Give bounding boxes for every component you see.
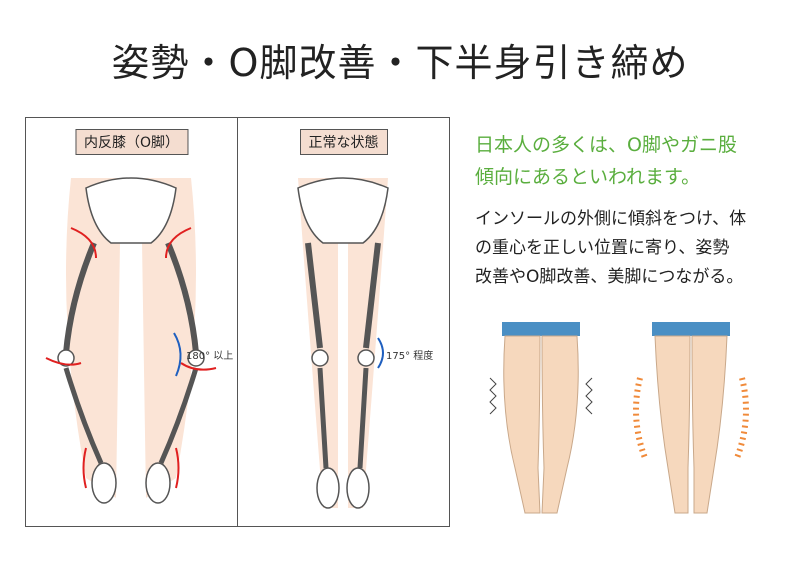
page-title: 姿勢・O脚改善・下半身引き締め [111, 41, 689, 85]
straight-legs [633, 322, 749, 514]
bowlegs-panel: 内反膝（O脚） 180° 以上 [25, 117, 238, 527]
normal-skeleton-illustration [297, 177, 389, 509]
description-line: 改善やO脚改善、美脚につながる。 [475, 267, 744, 287]
bowed-legs [489, 322, 593, 514]
headline: 日本人の多くは、O脚やガニ股 傾向にあるといわれます。 [475, 129, 795, 193]
bowleg-skeleton-illustration [45, 177, 217, 504]
description-line: インソールの外側に傾斜をつけ、体 [475, 209, 747, 229]
headline-line: 傾向にあるといわれます。 [475, 166, 701, 188]
angle-label: 175° 程度 [386, 351, 434, 362]
headline-line: 日本人の多くは、O脚やガニ股 [475, 134, 737, 156]
panel-label: 内反膝（O脚） [74, 129, 189, 155]
normal-panel: 正常な状態 175° 程度 [237, 117, 450, 527]
angle-label: 180° 以上 [186, 351, 234, 362]
panel-label: 正常な状態 [299, 129, 388, 155]
description-line: の重心を正しい位置に寄り、姿勢 [475, 238, 730, 258]
legs-comparison-illustration [489, 322, 749, 514]
description: インソールの外側に傾斜をつけ、体 の重心を正しい位置に寄り、姿勢 改善やO脚改善… [475, 205, 795, 292]
